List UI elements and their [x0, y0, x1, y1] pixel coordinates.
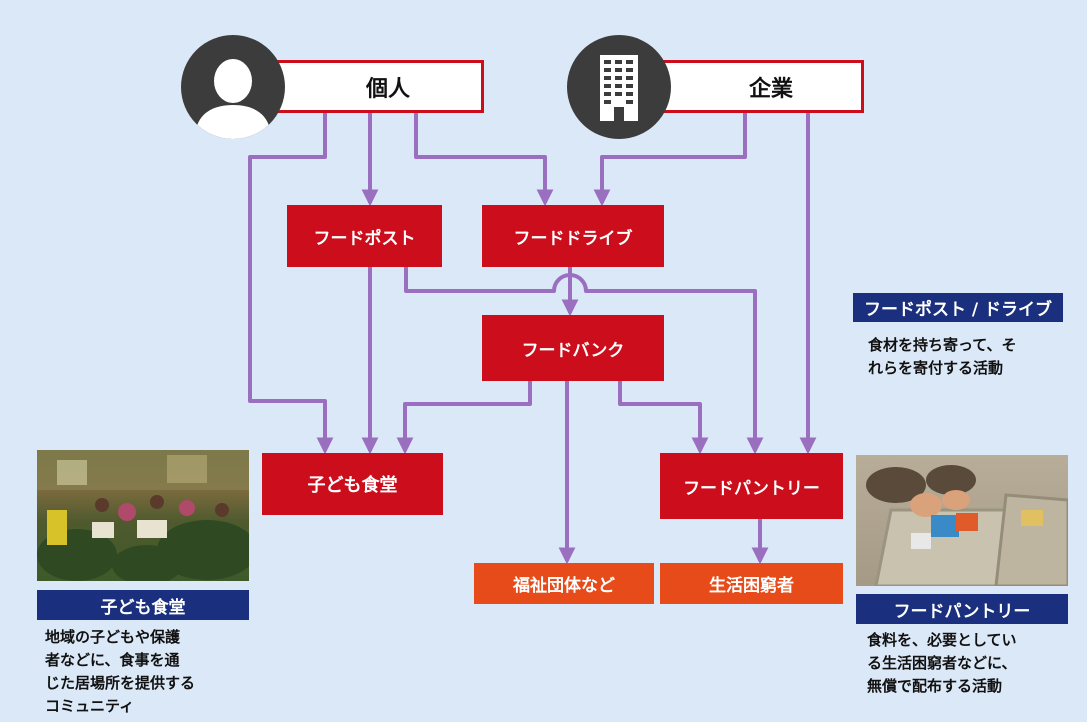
arrow-individual-to-kodomo-shokudo	[248, 110, 334, 455]
pantry-desc-line: 無償で配布する活動	[867, 677, 1003, 695]
post-drive-desc-line: れらを寄付する活動	[868, 359, 1004, 377]
kodomo-shokudo-description: 地域の子どもや保護 者などに、食事を通 じた居場所を提供する コミュニティ	[45, 626, 195, 718]
food-post-label: フードポスト	[313, 228, 416, 249]
kodomo-desc-line: 者などに、食事を通	[45, 651, 180, 669]
kodomo-shokudo-title: 子ども食堂	[37, 590, 249, 620]
individual-box: 個人	[262, 60, 484, 113]
post-drive-title: フードポスト / ドライブ	[853, 293, 1063, 322]
kodomo-desc-line: じた居場所を提供する	[45, 674, 196, 692]
food-pantry-box: フードパントリー	[660, 453, 843, 519]
arrow-company-to-food-drive	[593, 110, 747, 207]
food-post-box: フードポスト	[287, 205, 442, 267]
arrow-food-bank-to-food-pantry	[618, 381, 709, 455]
kodomo-shokudo-box: 子ども食堂	[262, 453, 443, 515]
arrow-individual-to-food-drive	[414, 110, 554, 207]
food-pantry-photo	[856, 455, 1068, 586]
food-drive-box: フードドライブ	[482, 205, 664, 267]
kodomo-shokudo-photo	[37, 450, 249, 581]
company-label: 企業	[748, 76, 793, 102]
food-pantry-title: フードパントリー	[856, 594, 1068, 624]
arrow-food-bank-to-kodomo-shokudo	[396, 381, 532, 455]
pantry-desc-line: る生活困窮者などに、	[867, 654, 1017, 672]
food-pantry-description: 食料を、必要としてい る生活困窮者などに、 無償で配布する活動	[867, 629, 1017, 698]
pantry-desc-line: 食料を、必要としてい	[867, 631, 1017, 649]
food-bank-label: フードバンク	[521, 340, 625, 361]
food-pantry-label: フードパントリー	[683, 478, 820, 499]
person-icon	[181, 35, 285, 139]
kodomo-shokudo-label: 子ども食堂	[307, 475, 398, 496]
building-icon	[567, 35, 671, 139]
post-drive-description: 食材を持ち寄って、そ れらを寄付する活動	[868, 334, 1017, 380]
welfare-groups-label: 福祉団体など	[513, 576, 615, 596]
kodomo-desc-line: 地域の子どもや保護	[45, 628, 181, 646]
needy-label: 生活困窮者	[709, 576, 794, 596]
individual-label: 個人	[365, 76, 410, 102]
welfare-groups-box: 福祉団体など	[474, 563, 654, 604]
food-bank-box: フードバンク	[482, 315, 664, 381]
food-drive-label: フードドライブ	[513, 228, 633, 249]
kodomo-desc-line: コミュニティ	[45, 697, 135, 715]
needy-box: 生活困窮者	[660, 563, 843, 604]
post-drive-desc-line: 食材を持ち寄って、そ	[868, 336, 1017, 354]
company-box: 企業	[648, 60, 864, 113]
